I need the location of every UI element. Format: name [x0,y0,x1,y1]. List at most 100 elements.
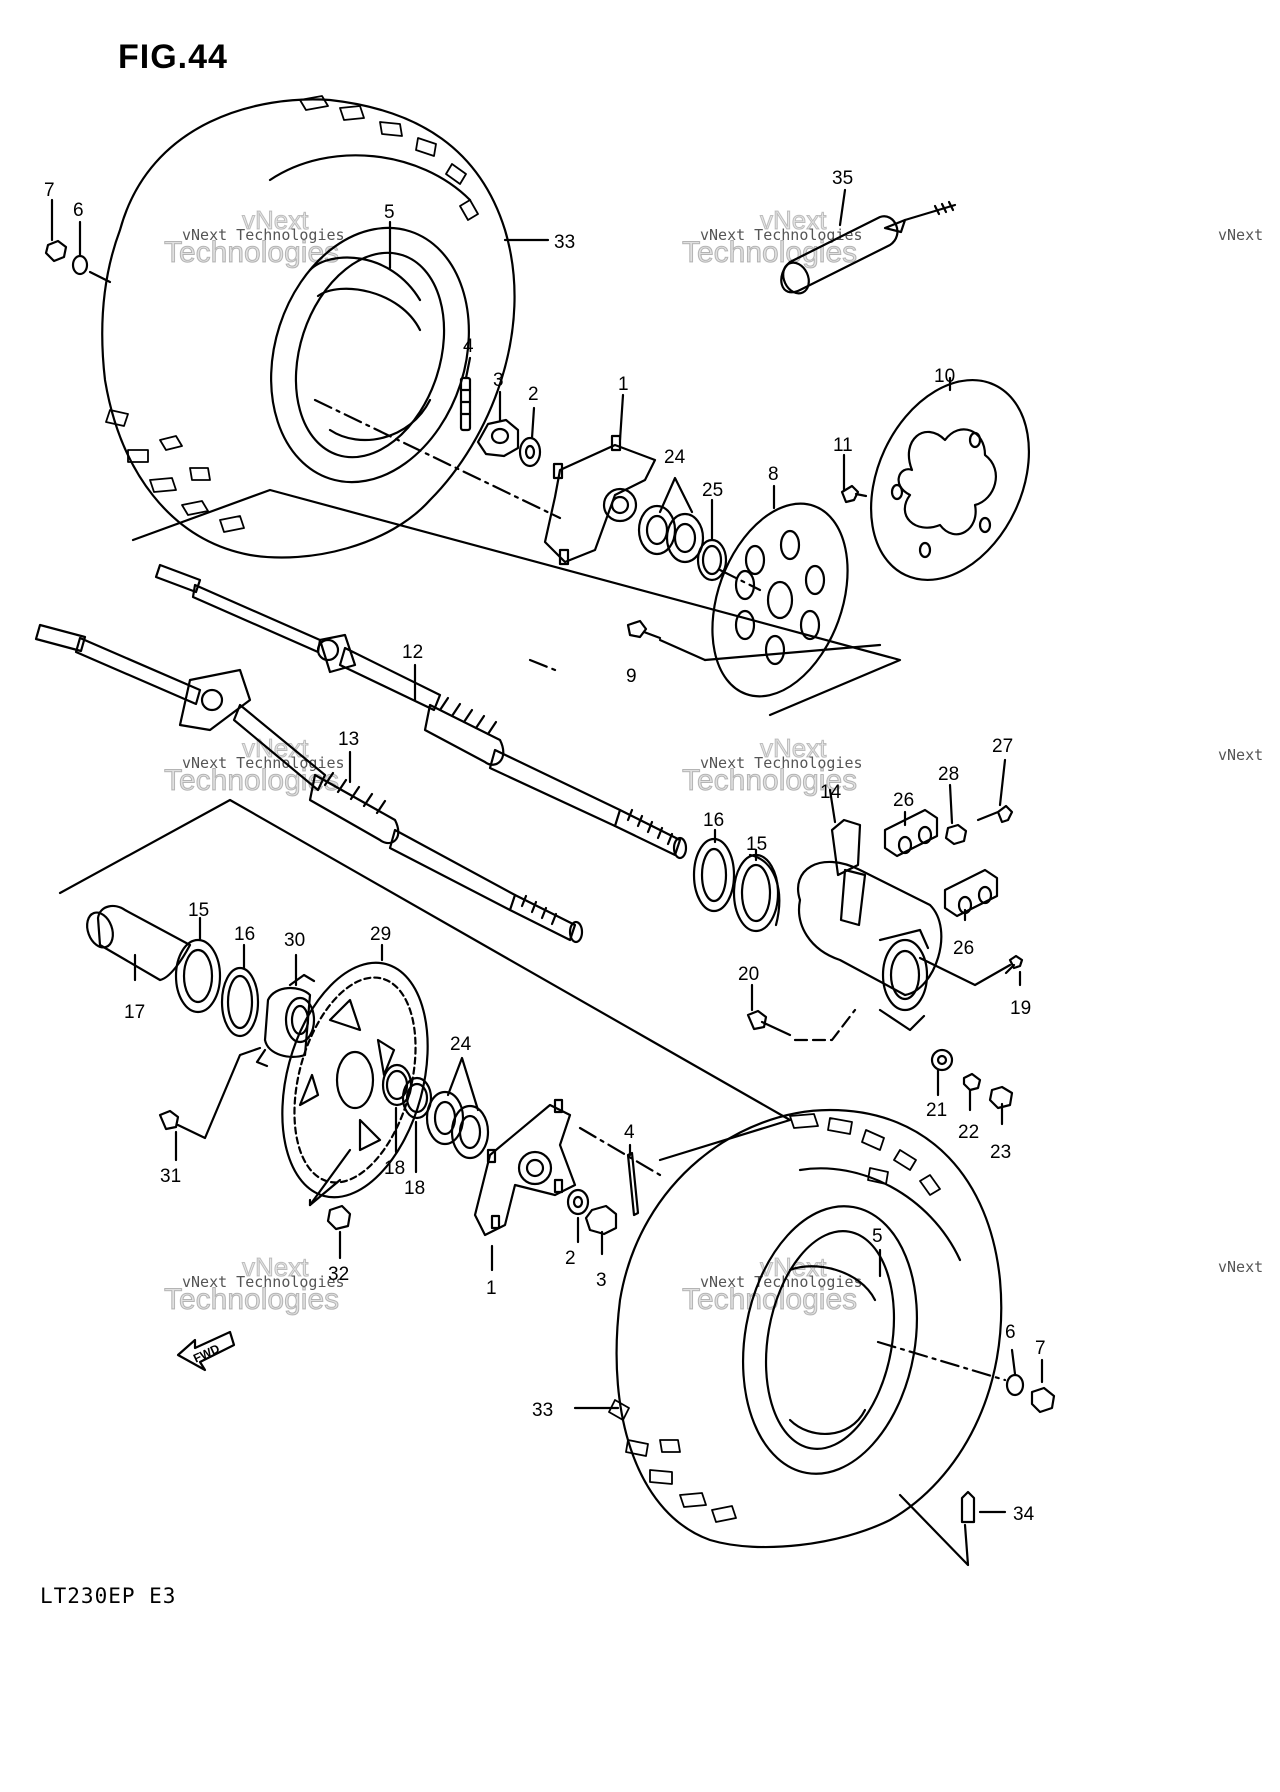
washer-6-upper[interactable] [71,254,89,276]
seal-24-lower[interactable] [425,1090,490,1160]
callout-32: 32 [328,1264,349,1285]
nut-7-lower[interactable] [1030,1386,1056,1414]
wheel-hub-lower[interactable] [473,1098,577,1237]
watermark: vNext vNext Technologies Technologies [682,1252,863,1317]
callout-11: 11 [833,435,853,456]
seal-24-upper[interactable] [637,504,705,564]
watermark: vNext vNext Technologies Technologies [164,733,345,798]
callout-15: 15 [746,834,767,855]
callout-22: 22 [958,1122,979,1143]
disc-guard[interactable] [840,354,1059,605]
callout-29: 29 [370,924,391,945]
callout-5-lower: 5 [872,1226,883,1247]
oil-seal-16-upper[interactable] [692,837,736,913]
callout-20: 20 [738,964,759,985]
callout-17: 17 [124,1002,145,1023]
snap-ring-18b[interactable] [401,1076,433,1120]
callout-16-lower: 16 [234,924,255,945]
watermark-edge: vNext [1218,746,1264,764]
callout-21: 21 [926,1100,947,1121]
callout-13: 13 [338,729,359,750]
callout-3: 3 [493,370,504,391]
callout-24: 24 [664,447,686,468]
callout-12: 12 [402,642,423,663]
bolt-11[interactable] [840,484,868,504]
callout-31: 31 [160,1166,181,1187]
callout-26: 26 [893,790,914,811]
brake-disc[interactable] [688,485,873,715]
callout-26-lower: 26 [953,938,974,959]
callout-2: 2 [528,384,539,405]
rear-tire-upper[interactable] [101,95,516,559]
callout-33-lower: 33 [532,1400,553,1421]
nut-22[interactable] [962,1072,982,1092]
watermark-edge: vNext [1218,226,1264,244]
callout-19: 19 [1010,998,1031,1019]
castle-nut-upper[interactable] [476,418,520,458]
callout-15-lower: 15 [188,900,209,921]
grease-tube[interactable] [778,200,957,298]
nut-28[interactable] [944,823,968,846]
callout-3-lower: 3 [596,1270,607,1291]
bolt-31[interactable] [158,1109,180,1131]
callout-33: 33 [554,232,575,253]
bolt-20[interactable] [746,1009,792,1037]
watermark: vNext vNext Technologies Technologies [682,205,863,270]
callout-7: 7 [44,180,55,201]
rear-axle-12[interactable] [154,563,688,860]
callout-4: 4 [463,336,474,357]
callout-35: 35 [832,168,853,189]
wheel-hub-upper[interactable] [543,434,657,566]
callout-2-lower: 2 [565,1248,576,1269]
nut-23[interactable] [988,1085,1014,1110]
bracket-26-upper[interactable] [883,808,939,858]
callout-5: 5 [384,202,395,223]
washer-upper[interactable] [518,436,542,468]
callout-10: 10 [934,366,955,387]
oil-seal-16-lower[interactable] [220,966,260,1038]
nut-32[interactable] [326,1204,352,1231]
model-code: LT230EP E3 [40,1584,177,1608]
forward-arrow-icon [176,1330,236,1372]
callout-23: 23 [990,1142,1011,1163]
stud-upper[interactable] [459,376,472,432]
washer-21[interactable] [930,1048,954,1072]
valve-34[interactable] [960,1490,976,1524]
watermark: vNext vNext Technologies Technologies [164,1252,345,1317]
washer-lower[interactable] [566,1188,590,1216]
bearing-housing[interactable] [797,818,943,1032]
bolt-19[interactable] [1004,954,1024,975]
callout-18a: 18 [384,1158,405,1179]
callout-16: 16 [703,810,724,831]
callout-25: 25 [702,480,723,501]
spacer-17[interactable] [83,904,192,982]
callout-9: 9 [626,666,637,687]
bearing-15-lower[interactable] [174,938,222,1014]
watermark: vNext vNext Technologies Technologies [682,733,863,798]
callout-18b: 18 [404,1178,425,1199]
bracket-26-lower[interactable] [943,868,999,918]
watermark-edge: vNext [1218,1258,1264,1276]
bearing-15-upper[interactable] [732,853,781,933]
rear-tire-lower[interactable] [608,1108,1003,1549]
callout-1: 1 [618,374,629,395]
figure-title: FIG.44 [118,38,228,76]
watermark: vNext vNext Technologies Technologies [164,205,345,270]
rear-axle-13[interactable] [34,623,584,944]
callout-7-lower: 7 [1035,1338,1046,1359]
nut-7-upper[interactable] [44,239,68,263]
bolt-9[interactable] [626,619,662,640]
callout-34: 34 [1013,1504,1035,1525]
washer-6-lower[interactable] [1005,1373,1025,1397]
callout-4-lower: 4 [624,1122,635,1143]
callout-27: 27 [992,736,1013,757]
callout-28: 28 [938,764,959,785]
castle-nut-lower[interactable] [584,1204,618,1236]
callout-14: 14 [820,782,842,803]
callout-30: 30 [284,930,305,951]
callout-8: 8 [768,464,779,485]
bolt-27[interactable] [976,804,1014,824]
callout-1-lower: 1 [486,1278,497,1299]
callout-6-lower: 6 [1005,1322,1016,1343]
